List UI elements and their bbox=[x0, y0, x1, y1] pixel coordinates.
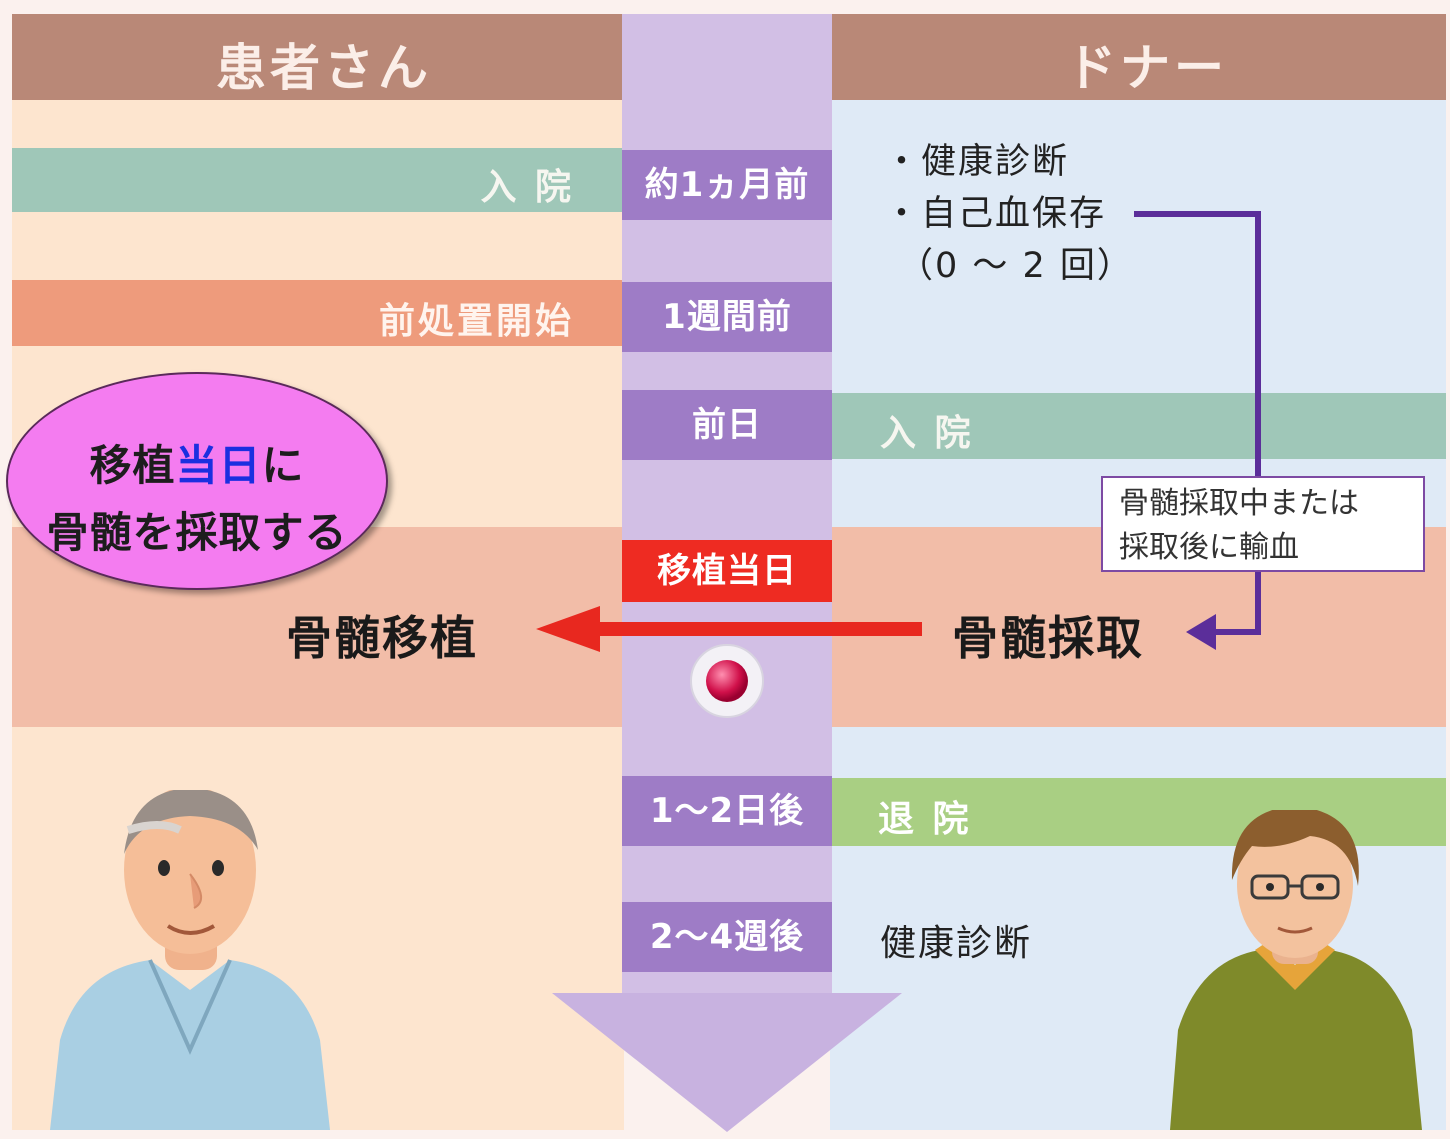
time-cell-day-before: 前日 bbox=[622, 390, 832, 460]
callout-line1: 移植当日に bbox=[8, 432, 386, 493]
donor-prep-health-check: ・健康診断 bbox=[884, 142, 1070, 182]
donor-prep-list: ・健康診断 ・自己血保存 （0 〜 2 回） bbox=[884, 136, 1134, 292]
callout-part2: に bbox=[261, 441, 305, 490]
callout-bubble: 移植当日に 骨髄を採取する bbox=[6, 372, 388, 590]
patient-admission-label: 入 院 bbox=[480, 167, 574, 208]
pretreatment-label: 前処置開始 bbox=[378, 301, 574, 342]
transfusion-note-line2: 採取後に輸血 bbox=[1119, 530, 1299, 565]
donor-header-label: ドナー bbox=[1066, 39, 1228, 97]
time-cell-transplant-day: 移植当日 bbox=[622, 540, 832, 602]
donor-admission-label: 入 院 bbox=[880, 413, 974, 454]
patient-header-label: 患者さん bbox=[216, 39, 432, 97]
donor-header: ドナー bbox=[830, 14, 1446, 100]
donor-admission-band bbox=[830, 393, 1446, 459]
marrow-cell-icon bbox=[690, 644, 764, 718]
marrow-harvest-label: 骨髄採取 bbox=[952, 611, 1144, 665]
donor-prep-count: （0 〜 2 回） bbox=[898, 246, 1134, 286]
time-cell-2-4-weeks-after: 2〜4週後 bbox=[622, 902, 832, 972]
patient-illustration bbox=[50, 790, 330, 1130]
time-cell-1-week-before: 1週間前 bbox=[622, 282, 832, 352]
marrow-transplant-label: 骨髄移植 bbox=[286, 611, 478, 665]
callout-line2: 骨髄を採取する bbox=[46, 508, 348, 557]
patient-admission-band bbox=[12, 148, 624, 212]
callout-part1: 移植 bbox=[89, 441, 176, 490]
transfusion-note-line1: 骨髄採取中または bbox=[1119, 486, 1359, 521]
donor-illustration bbox=[1170, 810, 1422, 1130]
transfusion-note: 骨髄採取中または 採取後に輸血 bbox=[1101, 476, 1425, 572]
time-cell-1-2-days-after: 1〜2日後 bbox=[622, 776, 832, 846]
time-cell-1-month-before: 約1ヵ月前 bbox=[622, 150, 832, 220]
pretreatment-band bbox=[12, 280, 624, 346]
donor-followup-label: 健康診断 bbox=[880, 923, 1033, 964]
patient-header: 患者さん bbox=[12, 14, 624, 100]
donor-prep-autologous-blood: ・自己血保存 bbox=[884, 194, 1107, 234]
donor-discharge-label: 退 院 bbox=[878, 799, 972, 840]
callout-highlight: 当日 bbox=[175, 441, 262, 490]
